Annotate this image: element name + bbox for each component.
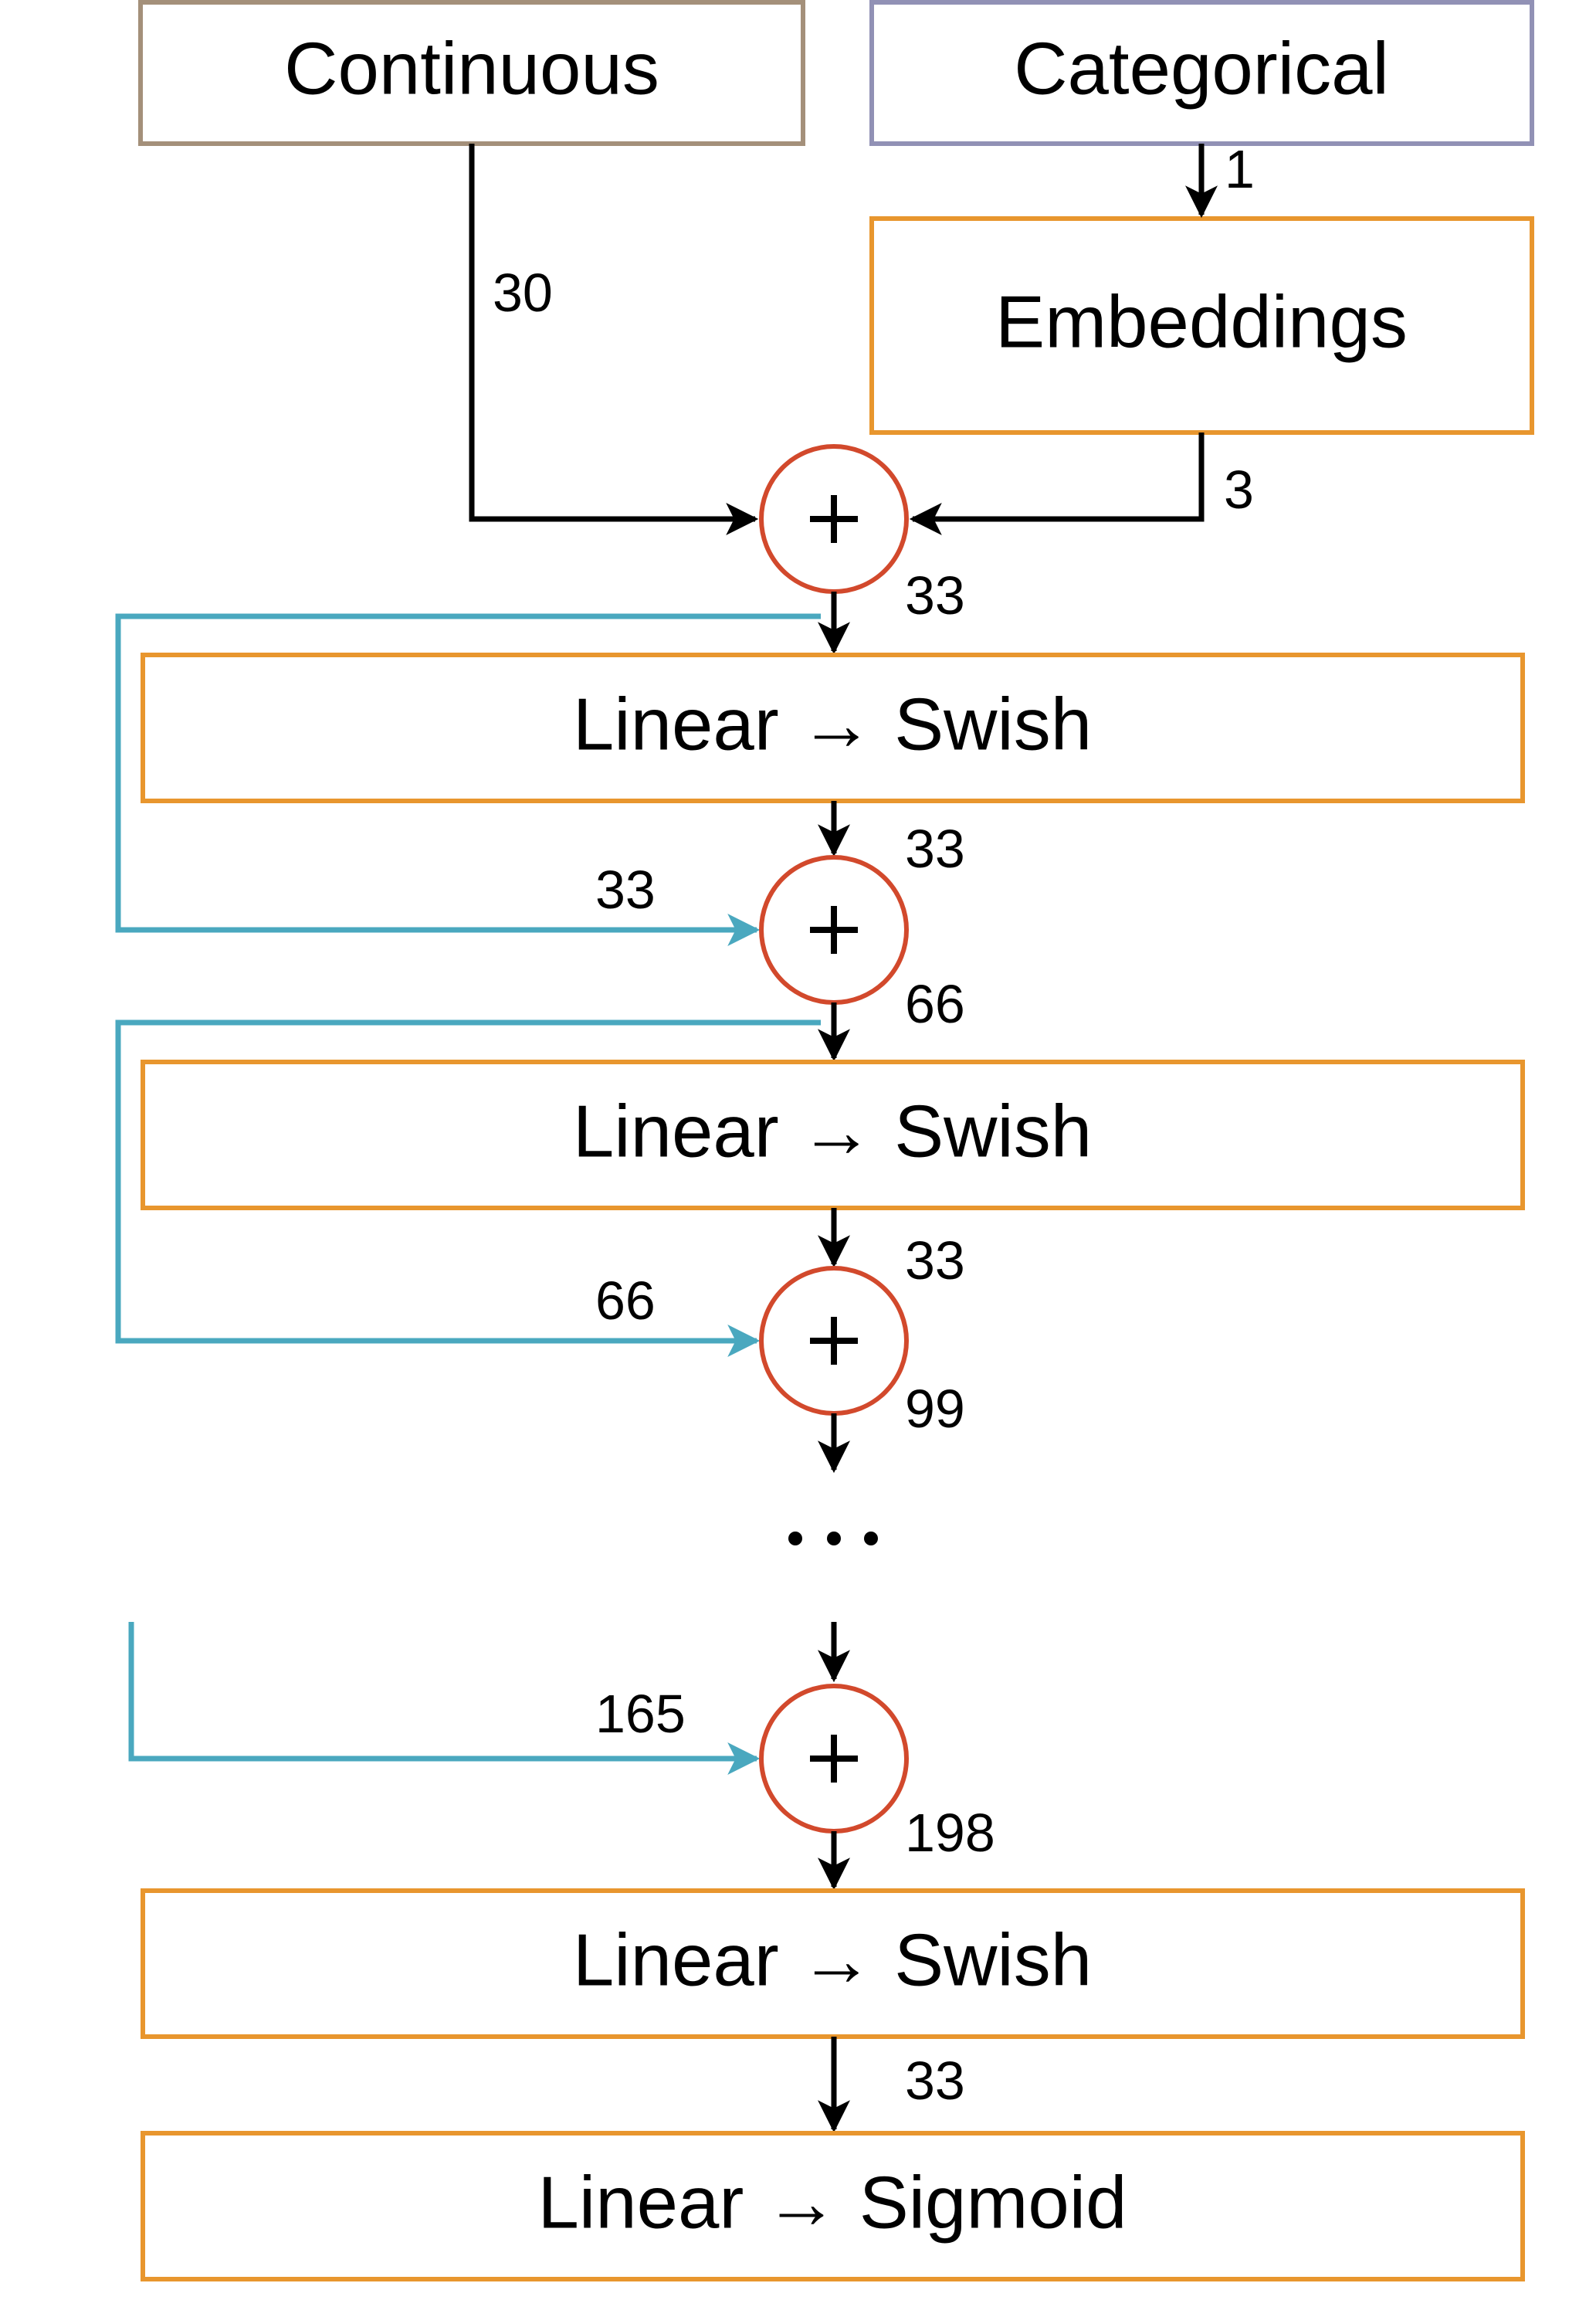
- skip-connection-last: [128, 1622, 761, 1775]
- embeddings-to-add-arrow: [909, 433, 1205, 535]
- dim-skip-last: 165: [595, 1684, 686, 1744]
- dim-add2-out: 99: [905, 1379, 965, 1439]
- add-node-0: [759, 444, 909, 594]
- dim-embeddings-out: 3: [1224, 460, 1254, 520]
- dim-layer2-out: 33: [905, 1230, 965, 1291]
- categorical-label: Categorical: [1014, 27, 1389, 110]
- dim-skip2: 66: [595, 1270, 656, 1331]
- dim-categorical-out: 1: [1225, 139, 1255, 199]
- categorical-input: Categorical: [869, 0, 1534, 146]
- continuous-input: Continuous: [138, 0, 805, 146]
- add-node-2: [759, 1266, 909, 1416]
- add-node-last: [759, 1684, 909, 1834]
- dim-addlast-out: 198: [905, 1803, 995, 1863]
- linear-sigmoid-output-layer: Linear → Sigmoid: [141, 2131, 1525, 2281]
- dim-add1-out: 66: [905, 974, 965, 1034]
- embeddings-block: Embeddings: [869, 216, 1534, 435]
- dim-add0-out: 33: [905, 565, 965, 626]
- skip-connection-2: [115, 1019, 821, 1357]
- output-layer-label: Linear → Sigmoid: [537, 2161, 1127, 2244]
- skip-connection-1: [115, 613, 821, 946]
- dim-layer3-out: 33: [905, 2051, 965, 2111]
- layer2-label: Linear → Swish: [573, 1090, 1092, 1172]
- dim-continuous-out: 30: [493, 263, 553, 323]
- linear-swish-layer-3: Linear → Swish: [141, 1888, 1525, 2039]
- continuous-label: Continuous: [284, 27, 659, 110]
- layer3-label: Linear → Swish: [573, 1918, 1092, 2001]
- continuous-to-add-arrow: [469, 144, 759, 535]
- add-node-1: [759, 855, 909, 1005]
- dim-skip1: 33: [595, 860, 656, 920]
- embeddings-label: Embeddings: [995, 280, 1408, 363]
- dim-layer1-out: 33: [905, 819, 965, 879]
- linear-swish-layer-1: Linear → Swish: [141, 653, 1525, 803]
- ellipsis-dots: [788, 1532, 878, 1545]
- linear-swish-layer-2: Linear → Swish: [141, 1060, 1525, 1210]
- layer1-label: Linear → Swish: [573, 683, 1092, 765]
